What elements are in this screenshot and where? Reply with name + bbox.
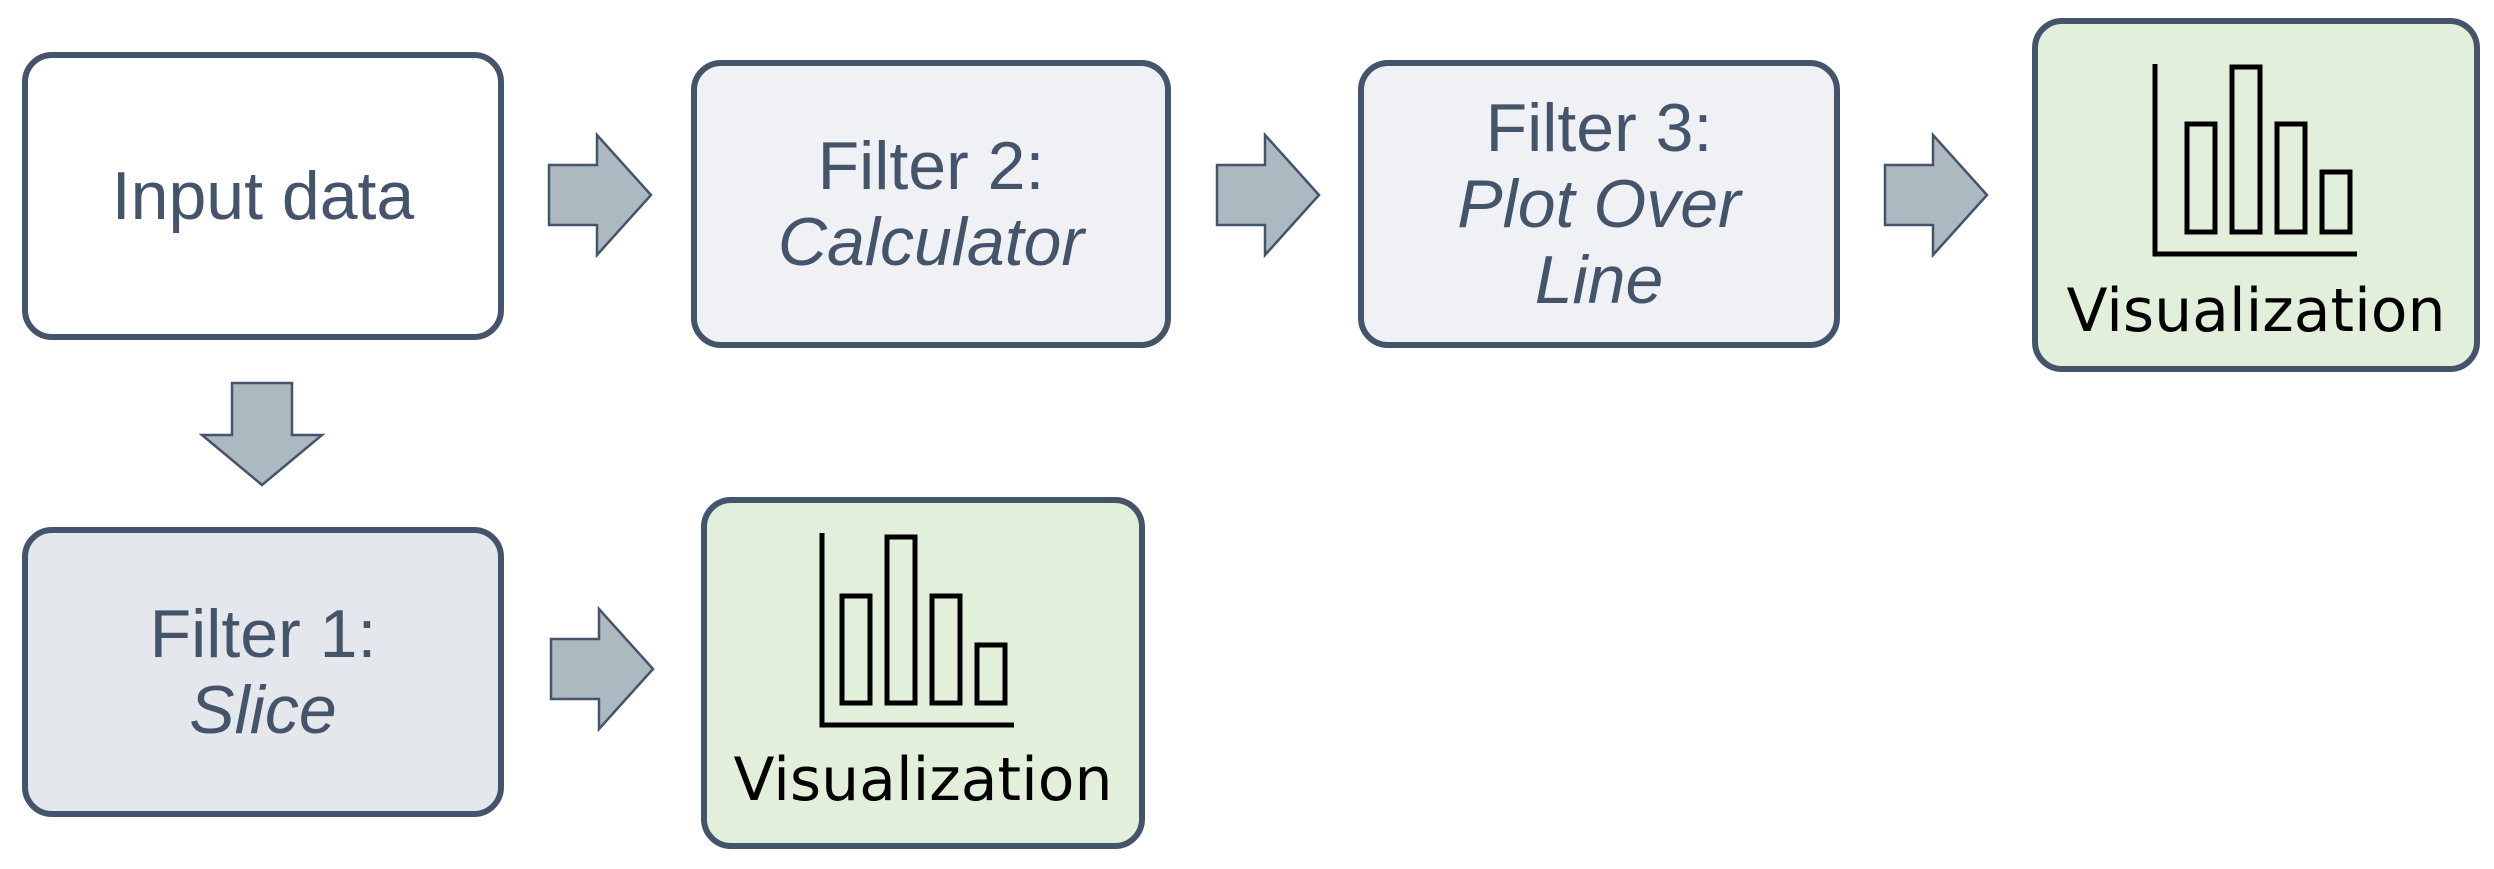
arrow-right-icon [549, 605, 655, 733]
input-data-node: Input data [22, 52, 504, 340]
visualization-node-top: Visualization [2032, 18, 2480, 372]
arrow-down-icon [198, 381, 326, 487]
filter-3-name-line-2: Line [1534, 242, 1664, 318]
filter-1-title: Filter 1: [149, 596, 377, 672]
filter-1-node: Filter 1: Slice [22, 527, 504, 817]
visualization-label-bottom: Visualization [733, 745, 1113, 815]
input-data-label: Input data [111, 158, 415, 234]
arrow-right-icon [1215, 131, 1321, 259]
bar-chart-icon [819, 533, 1014, 728]
filter-2-node: Filter 2: Calculator [691, 60, 1171, 348]
filter-3-title: Filter 3: [1485, 90, 1713, 166]
bar-chart-icon [2152, 64, 2357, 257]
arrow-right-icon [1883, 131, 1989, 259]
filter-3-name-line-1: Plot Over [1457, 166, 1741, 242]
filter-2-name: Calculator [777, 204, 1085, 280]
filter-3-node: Filter 3: Plot Over Line [1358, 60, 1840, 348]
arrow-right-icon [547, 131, 653, 259]
visualization-label-top: Visualization [2066, 276, 2446, 346]
filter-1-name: Slice [189, 672, 337, 748]
visualization-node-bottom: Visualization [701, 497, 1145, 849]
filter-2-title: Filter 2: [817, 128, 1045, 204]
